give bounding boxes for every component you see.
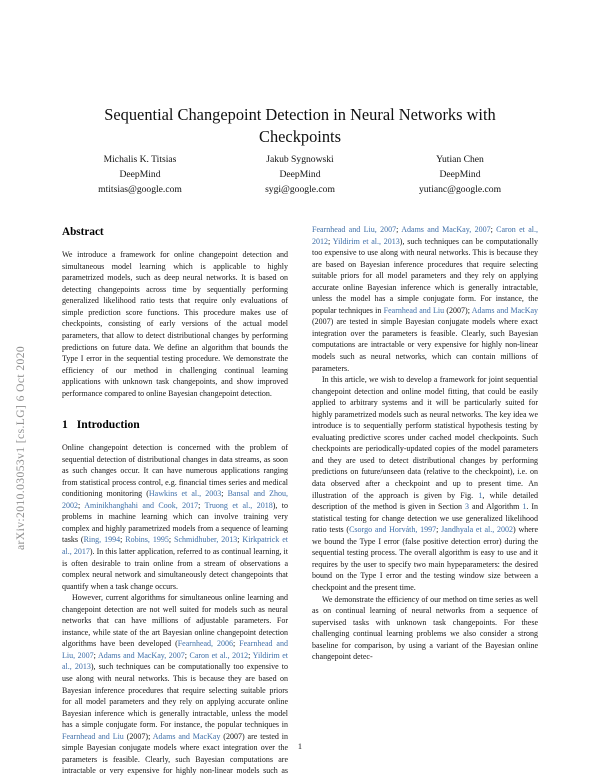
abstract-body: We introduce a framework for online chan… [62,250,288,398]
author-email: mtitsias@google.com [98,184,182,196]
algorithm-reference-1[interactable]: 1 [522,502,527,512]
abstract-heading: Abstract [62,226,104,238]
text-run: ; [148,731,153,741]
text-run: ; [490,225,497,234]
citation-caron-2012[interactable]: Caron et al., 2012 [312,225,538,246]
text-run: ; [436,525,442,535]
text-run: ; [78,500,85,510]
text-run: ) where we bound the Type I error (false… [312,525,538,592]
citation-adams-mackay-2007[interactable]: Adams and MacKay, 2007 [97,650,185,660]
text-run: ; [248,650,253,660]
author-block: Michalis K. Titsias DeepMind mtitsias@go… [60,152,540,197]
citation-fearnhead-liu-inline[interactable]: Fearnhead and Liu [383,305,445,315]
text-run: ; [328,236,333,246]
text-run: ; [221,489,228,499]
intro-paragraph-3: In this article, we wish to develop a fr… [312,374,538,593]
text-run: (2007) [220,731,245,741]
section-heading-introduction: 1 Introduction [62,417,288,434]
text-run: ; [198,500,205,510]
citation-truong-2018[interactable]: Truong et al., 2018 [204,500,273,510]
text-run: are tested in simple Bayesian conjugate … [312,317,538,373]
text-run: . In statistical testing for change dete… [312,502,539,535]
page-title: Sequential Changepoint Detection in Neur… [104,105,496,146]
text-run: ). In this latter application, referred … [62,546,288,591]
text-run: ), such techniques can be computationall… [62,662,288,730]
text-run: ; [168,535,174,545]
text-run: , while detailed description of the meth… [312,490,539,512]
section-reference-3[interactable]: 3 [465,502,470,512]
citation-aminikhanghahi-cook-2017[interactable]: Aminikhanghahi and Cook, 2017 [84,500,199,510]
author-email: sygi@google.com [265,184,335,196]
citation-hawkins-2003[interactable]: Hawkins et al., 2003 [148,489,222,499]
text-run: are tested in simple Bayesian conjugate … [62,731,289,776]
right-column: Fearnhead and Liu, 2007; Adams and MacKa… [312,224,538,663]
text-run: ; [233,639,240,649]
section-title: Introduction [76,418,140,432]
text-run: ; [184,650,190,660]
figure-reference-1[interactable]: 1 [478,490,483,500]
text-run: In this article, we wish to develop a fr… [312,375,538,500]
text-run: ), such techniques can be computationall… [312,236,538,315]
citation-kirkpatrick-2017[interactable]: Kirkpatrick et al., 2017 [62,535,288,556]
text-run: and Algorithm [469,502,523,512]
arxiv-stamp: arXiv:2010.03053v1 [cs.LG] 6 Oct 2020 [14,345,27,550]
section-number: 1 [62,418,68,432]
intro-paragraph-2: However, current algorithms for simultan… [62,592,288,776]
author-affiliation: DeepMind [439,169,481,181]
text-run: However, current algorithms for simultan… [62,593,288,649]
citation-yildirim-2013[interactable]: Yildirim et al., 2013 [62,650,289,672]
text-run: ; [467,305,472,315]
author-entry: Yutian Chen DeepMind yutianc@google.com [380,152,540,197]
author-affiliation: DeepMind [279,169,321,181]
citation-csorgo-horvath-1997[interactable]: Csorgo and Horváth, 1997 [349,525,437,535]
citation-adams-mackay-2007[interactable]: Adams and MacKay, 2007 [401,225,491,234]
text-run: ; [237,535,243,545]
text-run: ; [93,650,98,660]
text-run: Online changepoint detection is concerne… [62,443,288,499]
author-name: Jakub Sygnowski [266,154,334,165]
citation-fearnhead-liu-2007[interactable]: Fearnhead and Liu, 2007 [312,225,397,234]
citation-caron-2012[interactable]: Caron et al., 2012 [189,650,249,660]
text-run: ), to problems in machine learning which… [62,500,289,545]
page-number: 1 [297,742,303,751]
author-entry: Jakub Sygnowski DeepMind sygi@google.com [220,152,380,197]
author-name: Michalis K. Titsias [103,154,177,165]
citation-schmidhuber-2013[interactable]: Schmidhuber, 2013 [174,535,238,545]
text-run: (2007) [123,731,149,741]
citation-adams-mackay-inline[interactable]: Adams and MacKay [471,305,539,315]
citation-fearnhead-liu-2007[interactable]: Fearnhead and Liu, 2007 [62,639,288,660]
citation-fearnhead-2006[interactable]: Fearnhead, 2006 [177,639,233,649]
citation-robins-1995[interactable]: Robins, 1995 [125,535,169,545]
author-name: Yutian Chen [436,154,484,165]
citation-fearnhead-liu-inline[interactable]: Fearnhead and Liu [62,731,124,741]
text-run: (2007) [312,317,334,327]
citation-bansal-zhou-2002[interactable]: Bansal and Zhou, 2002 [62,489,288,510]
left-column: Abstract We introduce a framework for on… [62,224,288,776]
author-entry: Michalis K. Titsias DeepMind mtitsias@go… [60,152,220,197]
text-run: (2007) [444,305,468,315]
citation-jandhyala-2002[interactable]: Jandhyala et al., 2002 [441,525,514,535]
intro-paragraph-2-continued: Fearnhead and Liu, 2007; Adams and MacKa… [312,224,538,374]
text-run: ; [396,225,402,234]
author-email: yutianc@google.com [418,184,502,196]
citation-ring-1994[interactable]: Ring, 1994 [83,535,121,545]
intro-paragraph-1: Online changepoint detection is concerne… [62,442,288,592]
citation-adams-mackay-inline[interactable]: Adams and MacKay [152,731,221,741]
author-affiliation: DeepMind [119,169,161,181]
citation-yildirim-2013[interactable]: Yildirim et al., 2013 [332,236,400,246]
text-run: ; [120,535,126,545]
intro-paragraph-4: We demonstrate the efficiency of our met… [312,594,538,662]
